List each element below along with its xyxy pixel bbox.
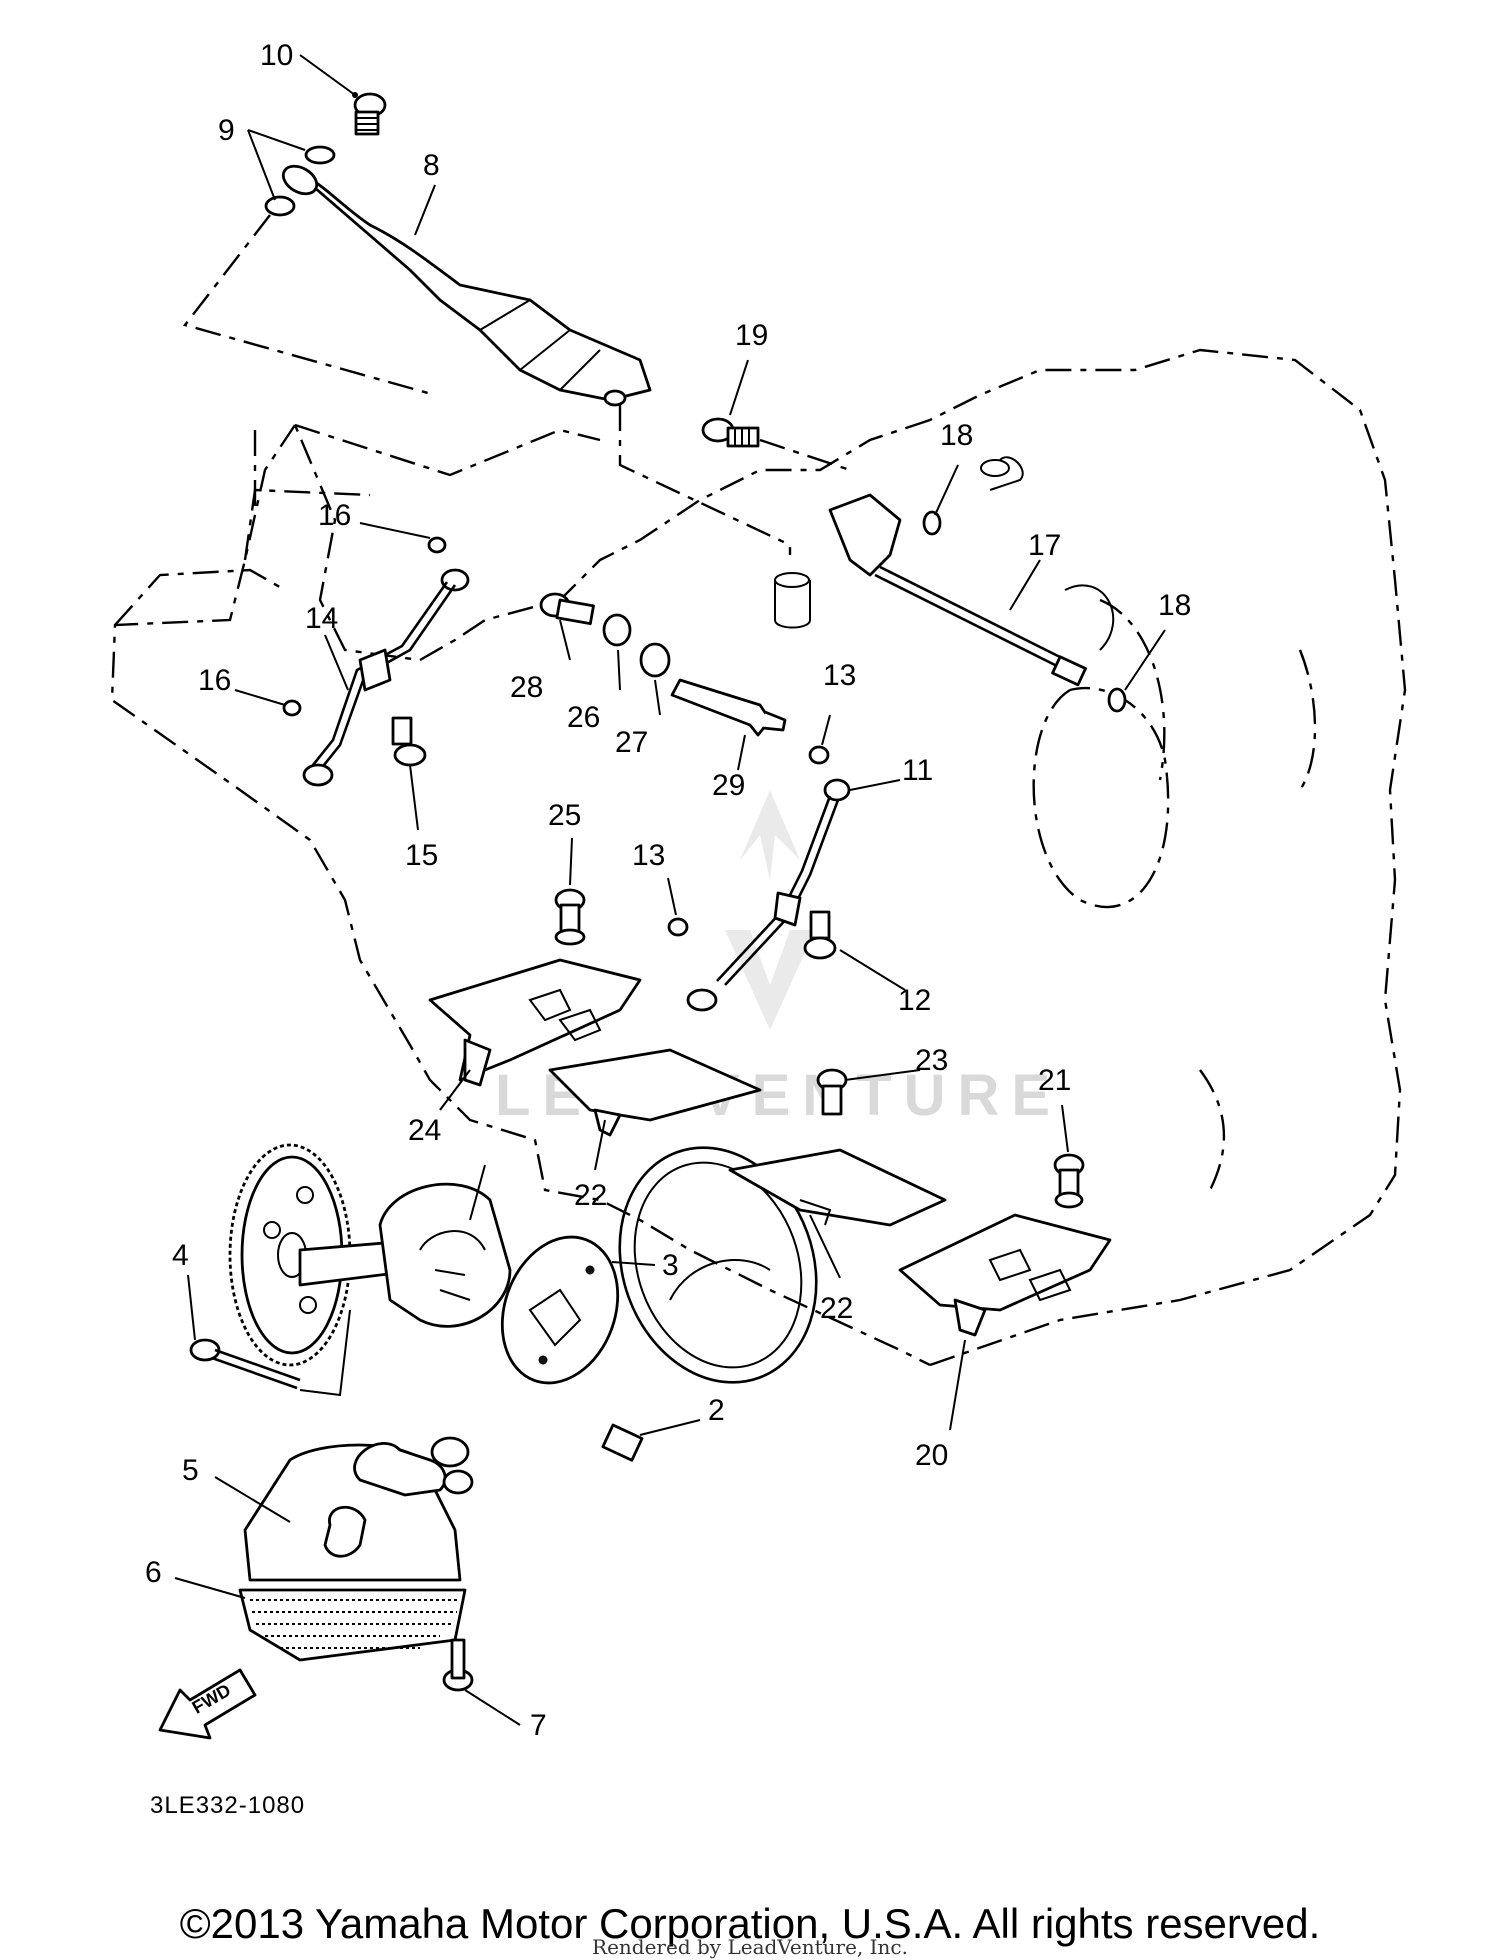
gasket-washer-lower — [264, 195, 296, 217]
baffle-plate-22-left — [548, 1048, 762, 1137]
callout-27: 27 — [615, 726, 648, 759]
leader-19 — [759, 438, 851, 472]
baffle-plate-20 — [898, 1213, 1112, 1337]
callout-24: 24 — [408, 1114, 441, 1147]
callout-29: 29 — [712, 769, 745, 802]
bolt-23 — [816, 1068, 848, 1116]
copyright-notice: ©2013 Yamaha Motor Corporation, U.S.A. A… — [179, 1900, 1321, 1947]
callout-14: 14 — [305, 602, 338, 635]
oil-pump-gear — [228, 1143, 352, 1367]
o-ring-18-lower — [1107, 687, 1127, 713]
callout-8: 8 — [423, 149, 440, 182]
callout-20: 20 — [915, 1439, 948, 1472]
shaft-29 — [670, 678, 787, 737]
callout-18b: 18 — [1158, 589, 1191, 622]
leader-1-bracket — [469, 1164, 486, 1221]
callout-3: 3 — [662, 1249, 679, 1282]
o-ring-16-upper — [427, 536, 447, 554]
baffle-plate-22-right — [728, 1148, 947, 1227]
bolt-28 — [539, 592, 595, 626]
oil-pipe-11 — [686, 778, 851, 1012]
callout-4: 4 — [172, 1239, 189, 1272]
callout-6: 6 — [145, 1556, 162, 1589]
callout-26: 26 — [567, 701, 600, 734]
callout-leaders — [174, 54, 1166, 1726]
baffle-plate-24 — [428, 958, 642, 1087]
gasket-washer-upper — [304, 145, 336, 165]
oil-hose-assembly — [281, 164, 652, 407]
strainer-bolt — [442, 1638, 474, 1692]
union-bolt-19 — [701, 417, 760, 448]
o-ring-18-upper — [922, 510, 942, 536]
watermark-logo — [725, 790, 815, 1030]
oil-pump-cover — [500, 1235, 620, 1385]
callout-2: 2 — [708, 1394, 725, 1427]
banjo-bolt — [353, 92, 387, 136]
callout-9: 9 — [218, 114, 235, 147]
callout-17: 17 — [1028, 529, 1061, 562]
callout-7: 7 — [530, 1709, 547, 1742]
bolt-25 — [554, 888, 586, 946]
callout-labels: 10 9 8 19 18 16 17 18 14 16 28 26 27 13 … — [145, 39, 1191, 1742]
render-credit: Rendered by LeadVenture, Inc. — [592, 1935, 908, 1959]
assembly-leader-8 — [182, 214, 792, 555]
leader-4-bracket — [299, 1309, 351, 1397]
callout-16b: 16 — [198, 664, 231, 697]
callout-21: 21 — [1038, 1064, 1071, 1097]
oil-strainer-screen — [238, 1588, 467, 1662]
forward-arrow-icon: FWD — [158, 1668, 257, 1740]
callout-25: 25 — [548, 799, 581, 832]
plate-washer-26 — [602, 613, 632, 647]
oil-pipe-14 — [302, 568, 470, 787]
diagram-code: 3LE332-1080 — [150, 1792, 306, 1819]
callout-22a: 22 — [574, 1179, 607, 1212]
o-ring-13-lower — [667, 917, 689, 937]
o-ring-13-upper — [808, 745, 830, 765]
callout-10: 10 — [260, 39, 293, 72]
long-bolt — [189, 1338, 301, 1390]
callout-11: 11 — [902, 754, 933, 787]
bolt-15 — [391, 716, 427, 767]
callout-12: 12 — [898, 984, 931, 1017]
oil-seal-27 — [639, 642, 671, 678]
callout-16a: 16 — [318, 499, 351, 532]
callout-23: 23 — [915, 1044, 948, 1077]
oil-pump-body — [298, 1182, 512, 1328]
dowel-pin — [601, 1423, 644, 1462]
oil-delivery-pipe — [828, 493, 1087, 687]
callout-13a: 13 — [823, 659, 856, 692]
callout-5: 5 — [182, 1454, 199, 1487]
callout-22b: 22 — [820, 1292, 853, 1325]
callout-19: 19 — [735, 319, 768, 352]
callout-15: 15 — [405, 839, 438, 872]
callout-18a: 18 — [940, 419, 973, 452]
bolt-12 — [803, 910, 837, 960]
bolt-21 — [1053, 1153, 1085, 1209]
o-ring-16-lower — [282, 699, 302, 717]
oil-strainer-housing — [243, 1436, 474, 1582]
callout-13b: 13 — [632, 839, 665, 872]
callout-28: 28 — [510, 671, 543, 704]
